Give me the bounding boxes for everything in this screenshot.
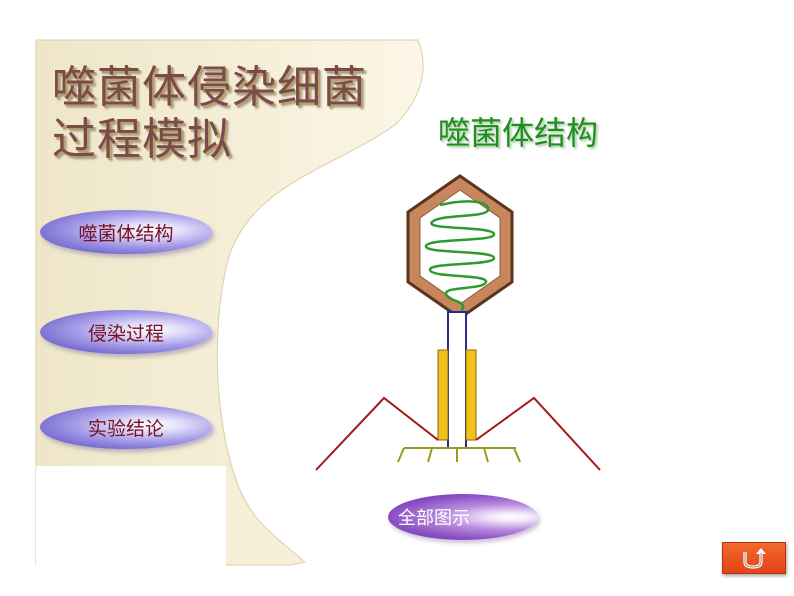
phage-structure-diagram (315, 174, 601, 471)
phage-tail-sheath-right (465, 349, 477, 441)
phage-dna (424, 200, 496, 318)
all-diagrams-button[interactable]: 全部图示 (388, 494, 538, 540)
experiment-conclusion-button[interactable]: 实验结论 (40, 405, 212, 449)
phage-tail-fiber-left (315, 396, 439, 471)
phage-tail-sheath-left (437, 349, 449, 441)
phage-tail-fiber-right (475, 396, 601, 471)
section-title: 噬菌体结构 (438, 114, 599, 152)
return-arrow-icon (743, 548, 766, 569)
page-title: 噬菌体侵染细菌过程模拟 (52, 62, 367, 165)
phage-tail-core (447, 311, 467, 449)
return-button[interactable] (722, 542, 786, 574)
phage-structure-button[interactable]: 噬菌体结构 (40, 210, 212, 254)
infection-process-button[interactable]: 侵染过程 (40, 310, 212, 354)
